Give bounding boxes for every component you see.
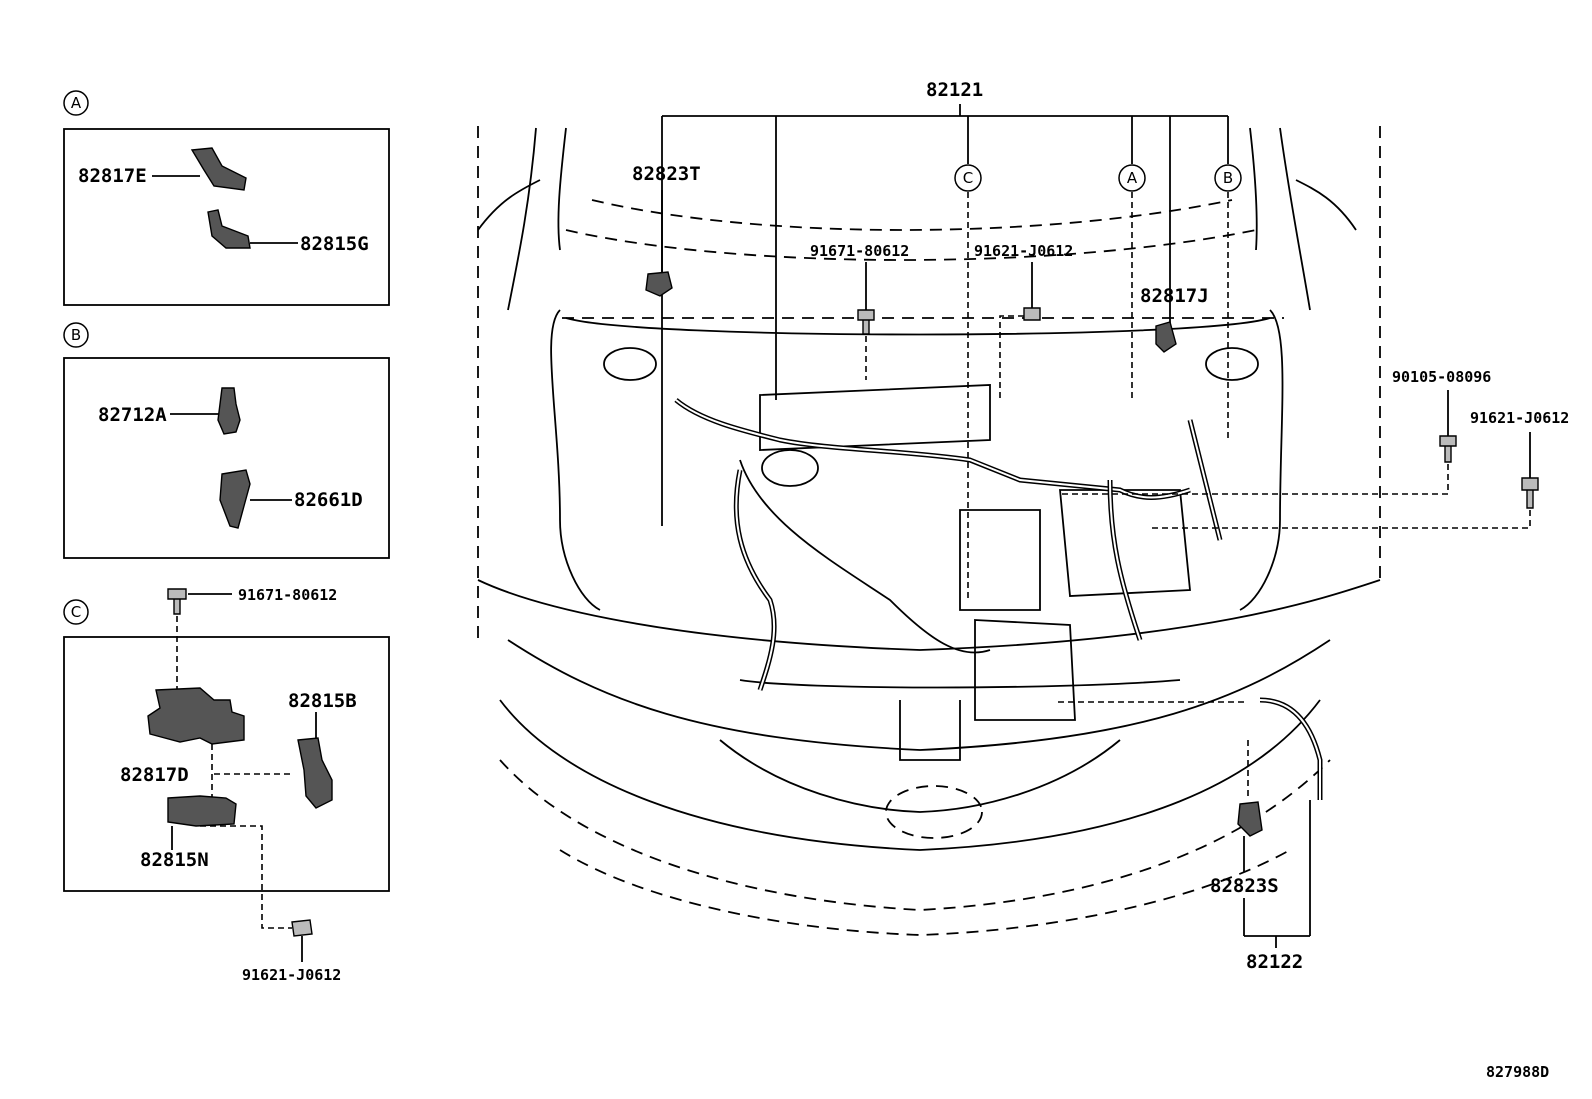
clamp-icon-main	[1155, 321, 1177, 353]
callout-letter-c-main: C	[963, 169, 973, 187]
part-label-82661d: 82661D	[294, 489, 363, 511]
callout-letter-c: C	[71, 603, 81, 621]
detail-panel-c: C 91671-80612 82815B 82817D 82815N 91621…	[63, 586, 390, 984]
part-label-82817j: 82817J	[1140, 285, 1209, 307]
detail-panel-a: A 82817E 82815G	[63, 90, 390, 306]
part-label-82823t: 82823T	[632, 163, 701, 185]
callout-letter-b-main: B	[1223, 169, 1233, 187]
main-callouts: 82121 C A B 82823T 91671-80612 91621-J06…	[632, 79, 1569, 973]
part-label-91621-j0612: 91621-J0612	[974, 242, 1073, 260]
part-label-82823s: 82823S	[1210, 875, 1279, 897]
part-label-82817d: 82817D	[120, 764, 189, 786]
part-label-90105-08096: 90105-08096	[1392, 368, 1491, 386]
part-label-91671-80612: 91671-80612	[810, 242, 909, 260]
connector-block-icon	[167, 795, 237, 827]
part-label-91621-j0612-c: 91621-J0612	[242, 966, 341, 984]
protector-icon	[645, 271, 673, 297]
callout-letter-a: A	[71, 94, 82, 112]
part-label-82712a: 82712A	[98, 404, 167, 426]
bolt-icon-main-2	[1023, 307, 1041, 321]
part-label-82815n: 82815N	[140, 849, 209, 871]
bolt-icon-bottom	[291, 919, 313, 937]
part-label-82815g: 82815G	[300, 233, 369, 255]
part-label-91671-80612-c: 91671-80612	[238, 586, 337, 604]
diagram-code: 827988D	[1486, 1063, 1549, 1081]
protector-icon-front	[1237, 801, 1263, 837]
bolt-icon-main-4	[1521, 477, 1539, 509]
bolt-icon-main-3	[1439, 435, 1457, 463]
part-label-91621-j0612-right: 91621-J0612	[1470, 409, 1569, 427]
bolt-icon	[167, 588, 187, 615]
connector-part-icon	[217, 387, 241, 435]
junction-block-icon	[147, 687, 245, 745]
main-harness	[674, 398, 1323, 800]
callout-letter-b: B	[71, 326, 81, 344]
detail-panel-b: B 82712A 82661D	[63, 322, 390, 559]
bracket-part-icon	[190, 147, 247, 191]
clamp-part-icon	[207, 209, 251, 249]
callout-letter-a-main: A	[1127, 169, 1138, 187]
part-label-82122: 82122	[1246, 951, 1303, 973]
part-label-82817e: 82817E	[78, 165, 147, 187]
vehicle-outline	[477, 126, 1381, 936]
part-label-82815b: 82815B	[288, 690, 357, 712]
bolt-icon-main-1	[857, 309, 875, 335]
cover-part-icon-c	[297, 737, 333, 809]
part-label-82121: 82121	[926, 79, 983, 101]
cover-part-icon	[219, 469, 251, 529]
